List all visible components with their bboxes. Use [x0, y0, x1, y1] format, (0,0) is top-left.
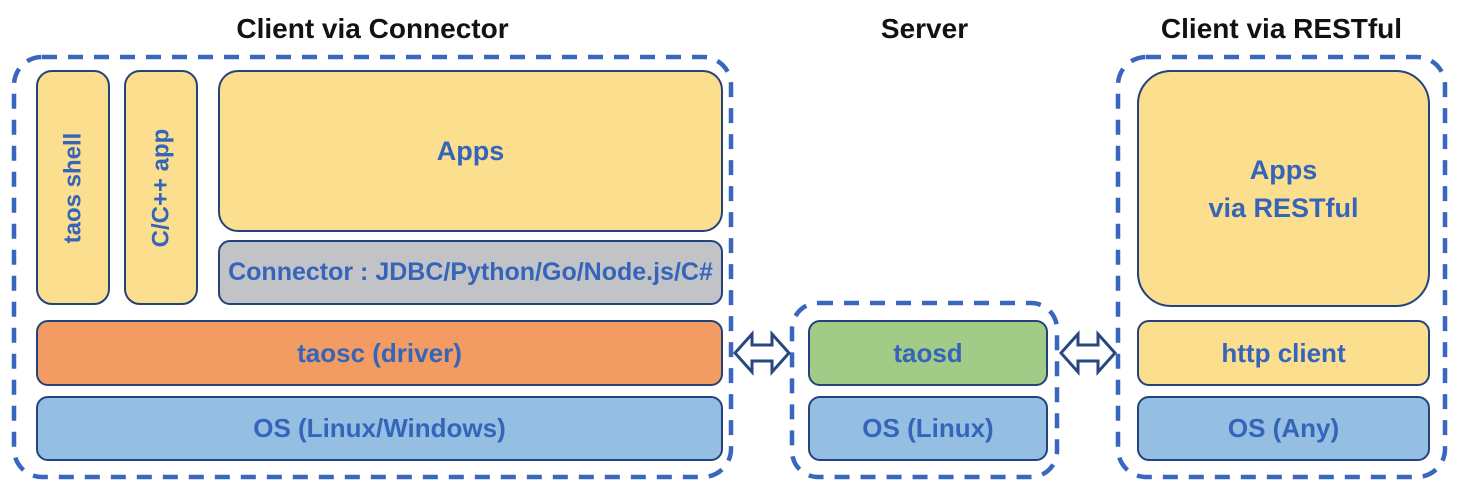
connector-box: Connector : JDBC/Python/Go/Node.js/C# [218, 240, 723, 305]
cpp-app-box: C/C++ app [124, 70, 198, 305]
os-linux-windows-box: OS (Linux/Windows) [36, 396, 723, 461]
bidirectional-arrow-icon [1059, 330, 1117, 376]
connector-label: Connector : JDBC/Python/Go/Node.js/C# [228, 258, 713, 286]
taosc-driver-box: taosc (driver) [36, 320, 723, 386]
os-linux-label: OS (Linux) [862, 413, 994, 443]
taosd-box: taosd [808, 320, 1048, 386]
bidirectional-arrow-icon [733, 330, 791, 376]
http-client-box: http client [1137, 320, 1430, 386]
os-any-box: OS (Any) [1137, 396, 1430, 461]
apps-via-restful-label: Apps via RESTful [1208, 154, 1359, 223]
taos-shell-label: taos shell [59, 132, 86, 243]
section-title-connector-client: Client via Connector [236, 13, 509, 44]
restful-client-group-border [1115, 54, 1448, 480]
apps-label: Apps [436, 135, 505, 166]
section-title-server: Server [880, 13, 969, 44]
os-linux-box: OS (Linux) [808, 396, 1048, 461]
server-group-border [789, 300, 1060, 480]
taosc-driver-label: taosc (driver) [297, 337, 462, 368]
os-linux-windows-label: OS (Linux/Windows) [253, 413, 506, 443]
cpp-app-label: C/C++ app [147, 128, 175, 247]
connector-client-group-border [11, 54, 734, 480]
taos-shell-box: taos shell [36, 70, 110, 305]
taosd-label: taosd [893, 337, 963, 368]
apps-box: Apps [218, 70, 723, 232]
apps-via-restful-box: Apps via RESTful [1137, 70, 1430, 307]
os-any-label: OS (Any) [1227, 413, 1340, 443]
http-client-label: http client [1221, 337, 1346, 368]
section-title-restful-client: Client via RESTful [1160, 13, 1403, 44]
